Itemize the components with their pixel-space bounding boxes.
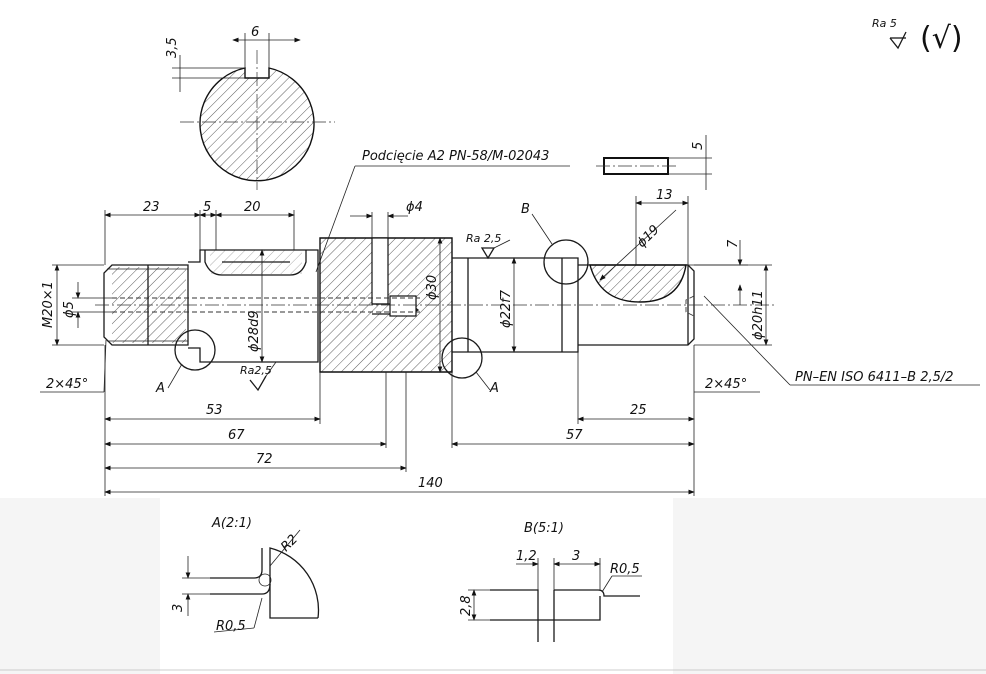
cross-section-view: 6 3,5 (165, 25, 335, 190)
dim-53: 53 (206, 403, 223, 418)
shaft-main-view (95, 237, 775, 373)
detail-b-dim-28: 2,8 (459, 595, 474, 616)
key-part-view: 5 (596, 135, 712, 190)
dim-phi22: ϕ22f7 (499, 289, 514, 328)
roughness-ra25-top: Ra 2,5 (466, 232, 501, 245)
roughness-value: Ra 5 (872, 17, 897, 30)
dim-20: 20 (244, 200, 261, 215)
dim-phi5: ϕ5 (62, 301, 77, 318)
dim-57: 57 (566, 428, 583, 443)
dim-23: 23 (143, 200, 160, 215)
standard-note: PN–EN ISO 6411–B 2,5/2 (795, 370, 954, 385)
dim-25: 25 (630, 403, 647, 418)
detail-a-r05: R0,5 (216, 619, 246, 634)
detail-b-dim-3: 3 (572, 549, 580, 564)
chamfer-right: 2×45° (705, 377, 747, 392)
detail-b-dim-12: 1,2 (516, 549, 537, 564)
chamfer-left: 2×45° (46, 377, 88, 392)
dim-140: 140 (418, 476, 443, 491)
dim-72: 72 (256, 452, 273, 467)
diameter-dimensions: M20×1 ϕ5 ϕ28d9 ϕ30 ϕ22f7 ϕ20h11 (41, 237, 772, 373)
chamfer-notes: 2×45° 2×45° PN–EN ISO 6411–B 2,5/2 (40, 295, 980, 393)
detail-a-view: A(2:1) 3 R2 R0,5 (171, 516, 320, 634)
roughness-bracket: (√) (920, 21, 963, 56)
dim-13: 13 (656, 188, 673, 203)
dim-phi20: ϕ20h11 (751, 290, 766, 340)
undercut-note-text: Podcięcie A2 PN-58/M-02043 (362, 149, 549, 164)
dim-5: 5 (203, 200, 211, 215)
detail-label-a-left: A (155, 381, 165, 396)
dim-phi30: ϕ30 (425, 275, 440, 300)
general-roughness-symbol: Ra 5 (√) (872, 17, 963, 56)
detail-a-title: A(2:1) (211, 516, 252, 531)
dim-7: 7 (726, 239, 741, 248)
length-dimensions: 53 67 72 140 57 25 (104, 345, 695, 496)
detail-b-view: B(5:1) 1,2 3 R0,5 2,8 (459, 521, 642, 642)
roughness-marks: Ra 2,5 Ra2,5 (240, 232, 511, 392)
detail-a-dim-3: 3 (171, 604, 186, 612)
roughness-ra25-bottom: Ra2,5 (240, 364, 272, 377)
detail-markers: A A B (155, 202, 589, 396)
dim-m20: M20×1 (41, 281, 56, 328)
detail-b-title: B(5:1) (524, 521, 564, 536)
dim-phi28: ϕ28d9 (247, 310, 262, 352)
detail-label-a-right: A (489, 381, 499, 396)
detail-b-r05: R0,5 (610, 562, 640, 577)
dim-67: 67 (228, 428, 245, 443)
key-depth-dim: 3,5 (165, 37, 180, 58)
dim-phi4: ϕ4 (406, 200, 423, 215)
key-width-dim: 6 (251, 25, 259, 40)
key-thickness-dim: 5 (691, 142, 706, 150)
detail-label-b: B (521, 202, 530, 217)
